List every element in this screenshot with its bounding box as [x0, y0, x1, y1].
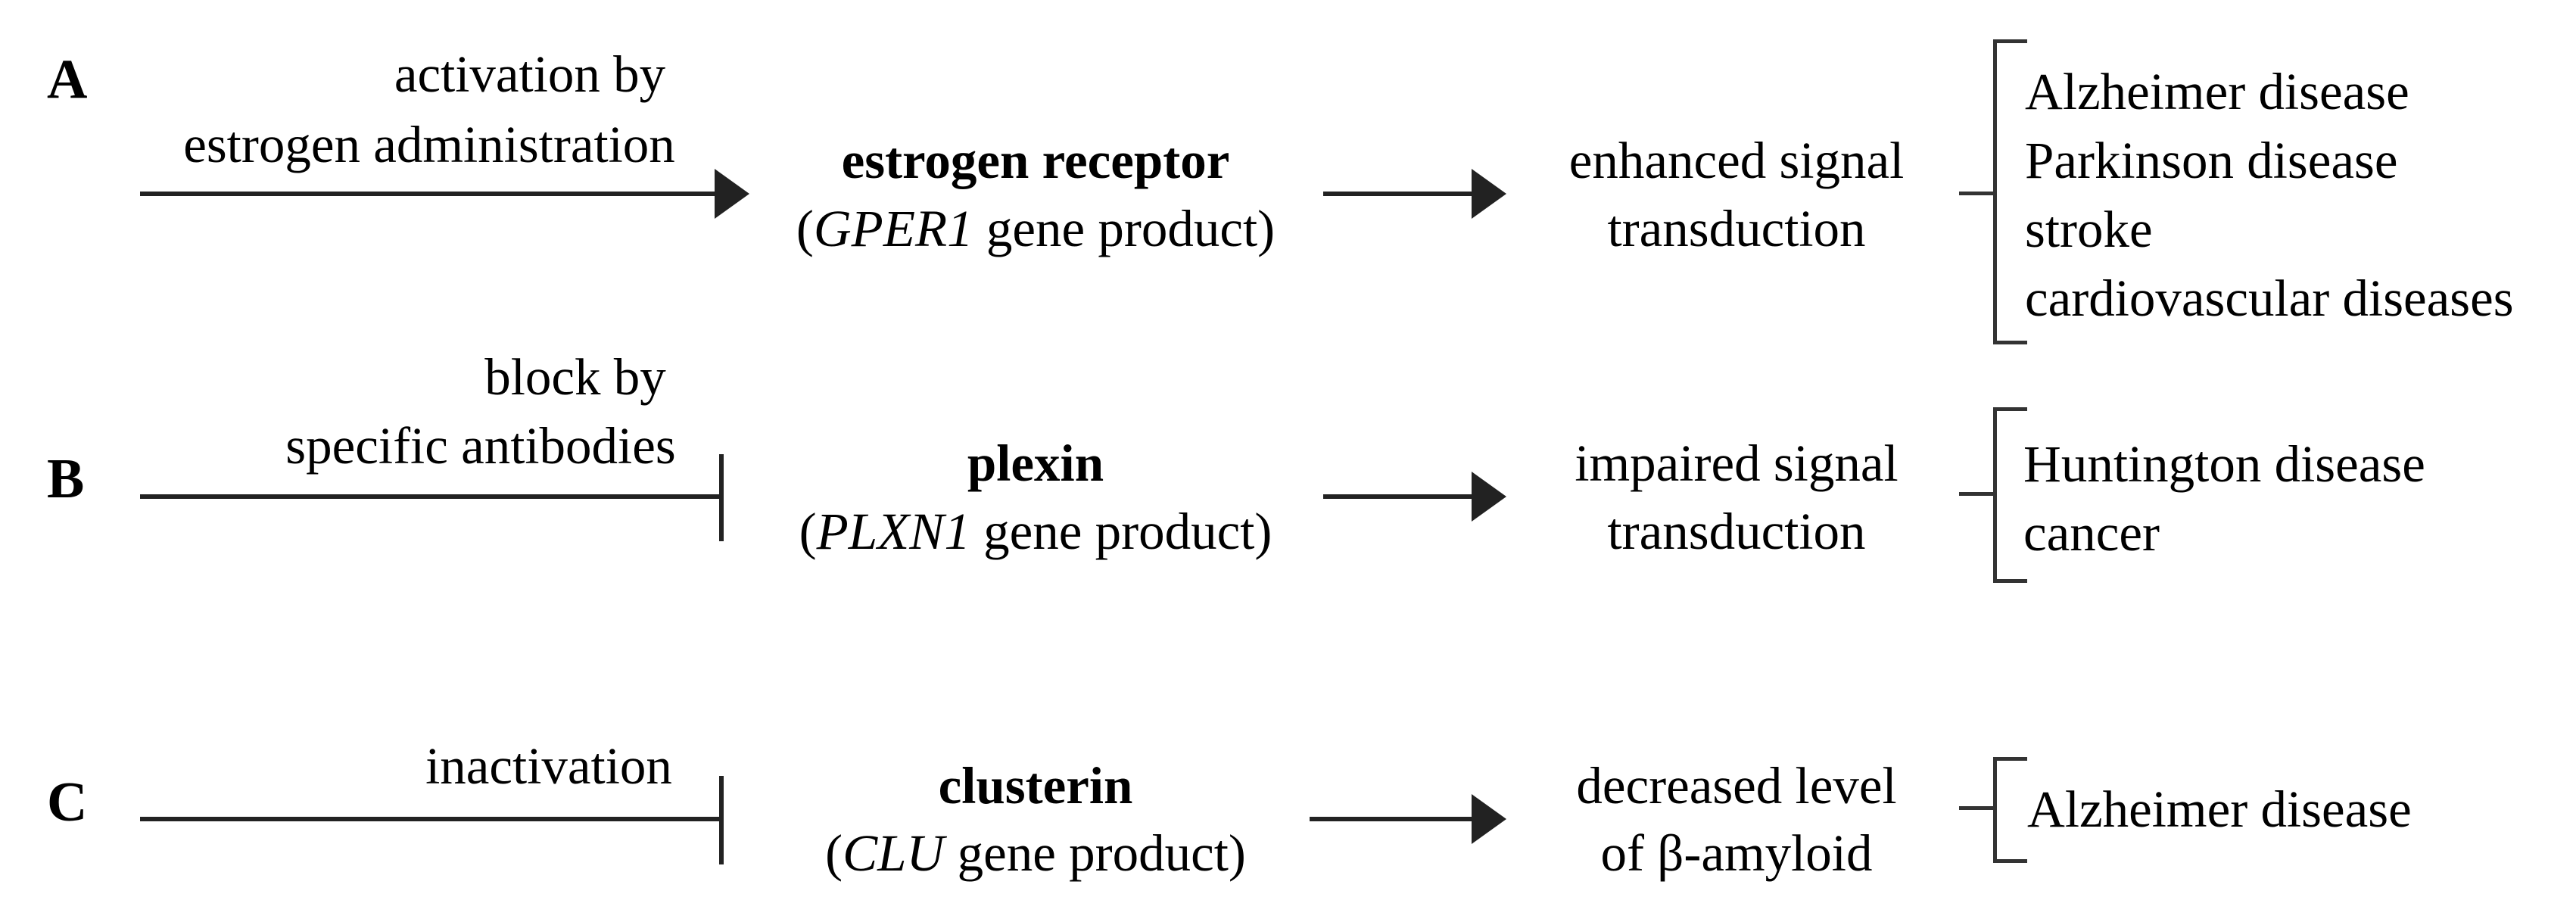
protein-name: estrogen receptor	[841, 132, 1230, 189]
paren-open: (	[825, 824, 843, 882]
stimulus-caption-line: estrogen administration	[183, 116, 675, 173]
bracket-connector	[1959, 492, 1993, 496]
bracket-vertical	[1993, 757, 1997, 863]
effect-line: enhanced signal	[1568, 132, 1905, 189]
bracket-vertical	[1993, 39, 1997, 344]
effect-arrow-line	[1310, 817, 1472, 821]
bracket-vertical	[1993, 407, 1997, 583]
gene-symbol: GPER1	[813, 200, 973, 257]
effect-arrow-line	[1323, 494, 1472, 499]
disease-list: Alzheimer disease	[2027, 775, 2412, 844]
row-label: C	[47, 771, 88, 833]
gene-product-rest: gene product)	[944, 824, 1246, 882]
stimulus-caption-line: activation by	[394, 45, 666, 103]
gene-product-rest: gene product)	[970, 503, 1272, 560]
gene-product-rest: gene product)	[973, 200, 1276, 257]
disease-item: Huntington disease	[2023, 435, 2425, 493]
effect-line: transduction	[1607, 200, 1866, 257]
effect-line: impaired signal	[1575, 435, 1899, 492]
effect-line: of β-amyloid	[1600, 824, 1873, 882]
row-label: B	[47, 448, 85, 510]
activation-arrow-line	[140, 192, 715, 196]
bracket-tick-bottom	[1993, 341, 2027, 344]
arrowhead-icon	[1472, 794, 1506, 844]
stimulus-caption-line: inactivation	[425, 737, 672, 795]
inhibition-tbar-icon	[719, 776, 724, 864]
bracket-tick-top	[1993, 757, 2027, 761]
disease-list: Alzheimer disease Parkinson disease stro…	[2025, 58, 2514, 333]
bracket-connector	[1959, 806, 1993, 810]
gene-product-label: (PLXN1 gene product)	[799, 500, 1272, 563]
gene-symbol: PLXN1	[816, 503, 970, 560]
paren-open: (	[799, 503, 817, 560]
disease-list: Huntington disease cancer	[2023, 430, 2425, 568]
stimulus-caption-line: specific antibodies	[285, 417, 676, 475]
effect-line: transduction	[1607, 503, 1866, 560]
bracket-tick-bottom	[1993, 579, 2027, 583]
inhibition-line	[140, 494, 721, 499]
gene-symbol: CLU	[843, 824, 945, 882]
bracket-tick-top	[1993, 39, 2027, 43]
arrowhead-icon	[715, 169, 749, 219]
disease-item: Alzheimer disease	[2027, 780, 2412, 838]
disease-item: Parkinson disease	[2025, 132, 2398, 189]
arrowhead-icon	[1472, 169, 1506, 219]
disease-item: cancer	[2023, 504, 2160, 562]
inhibition-line	[140, 817, 721, 821]
bracket-tick-top	[1993, 407, 2027, 411]
gene-product-label: (GPER1 gene product)	[796, 197, 1275, 260]
protein-name: plexin	[967, 435, 1104, 492]
inhibition-tbar-icon	[719, 454, 724, 541]
bracket-connector	[1959, 192, 1993, 195]
paren-open: (	[796, 200, 814, 257]
disease-item: stroke	[2025, 201, 2153, 258]
stimulus-caption-line: block by	[484, 348, 666, 406]
arrowhead-icon	[1472, 472, 1506, 522]
disease-item: Alzheimer disease	[2025, 63, 2409, 120]
effect-line: decreased level	[1576, 757, 1897, 815]
bracket-tick-bottom	[1993, 859, 2027, 863]
row-label: A	[47, 48, 88, 111]
gene-product-label: (CLU gene product)	[825, 821, 1246, 885]
effect-arrow-line	[1323, 192, 1472, 196]
disease-item: cardiovascular diseases	[2025, 269, 2514, 327]
protein-name: clusterin	[938, 757, 1133, 815]
